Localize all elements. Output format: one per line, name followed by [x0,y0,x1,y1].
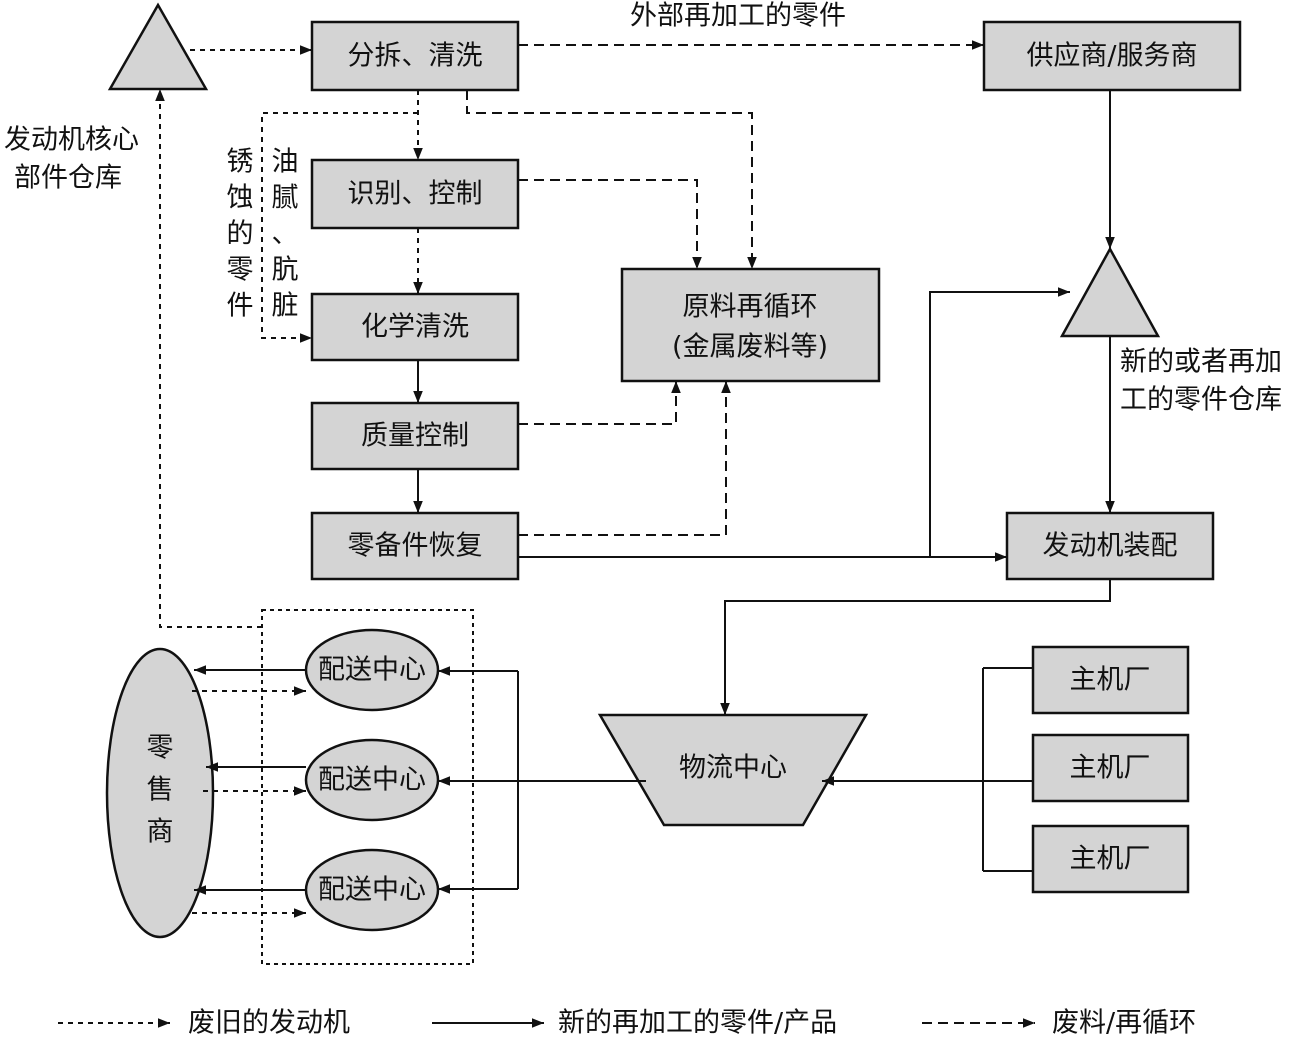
spare-part-recovery-label: 零备件恢复 [348,531,483,562]
assembly-to-logistics-arrow [720,579,1111,715]
retailer-ellipse [105,647,215,939]
oem-label-2: 主机厂 [1070,753,1151,784]
legend-old-engine-label: 废旧的发动机 [188,1008,350,1039]
distribution-center-label-1: 配送中心 [318,655,426,686]
retailer-char-2: 售 [147,775,174,806]
rusted-parts-char-3: 的 [227,219,254,250]
recovery-to-recycling-arrow [518,381,731,536]
logistics-center-trapezoid [597,713,869,827]
scrap-flows [466,40,984,536]
logistics-center-label: 物流中心 [679,753,787,784]
new-parts-flows [194,90,1115,895]
identification-to-recycling-arrow [518,179,702,269]
oem-label-3: 主机厂 [1070,844,1151,875]
greasy-parts-char-2: 腻 [272,183,299,214]
greasy-parts-char-4: 肮 [272,255,299,286]
external-parts-label: 外部再加工的零件 [630,1,846,32]
legend-scrap-label: 废料/再循环 [1052,1008,1196,1039]
greasy-parts-char-1: 油 [272,147,299,178]
greasy-parts-char-5: 脏 [272,291,299,322]
parts-warehouse-triangle [1059,246,1161,338]
oem-box-2 [1031,733,1190,803]
old-engine-flows [155,45,423,918]
recovery-to-warehouse-arrow [929,287,1070,557]
distribution-group-frame [261,609,474,965]
identification-box [310,158,520,230]
retailer-char-1: 零 [147,733,174,764]
supplier-label: 供应商/服务商 [1026,41,1197,72]
rusted-parts-char-5: 件 [227,291,254,322]
oem-box-1 [1031,645,1190,715]
chemical-cleaning-box [310,292,520,362]
rusted-parts-char-2: 蚀 [227,183,254,214]
raw-material-recycling-box [620,267,881,383]
identification-label: 识别、控制 [348,179,483,210]
rusted-parts-char-1: 锈 [227,147,254,178]
quality-control-label: 质量控制 [361,421,469,452]
retailer-char-3: 商 [147,817,174,848]
disassembly-to-recycling-arrow [466,90,757,269]
parts-warehouse-label-line2: 工的零件仓库 [1120,385,1282,416]
engine-assembly-label: 发动机装配 [1043,531,1178,562]
legend: 废旧的发动机 新的再加工的零件/产品 废料/再循环 [58,1008,1196,1039]
core-warehouse-label-line1: 发动机核心 [4,125,139,156]
core-warehouse-label-line2: 部件仓库 [14,163,122,194]
quality-control-box [310,401,520,471]
chemical-cleaning-label: 化学清洗 [361,312,469,343]
oem-box-3 [1031,824,1190,894]
distribution-center-label-2: 配送中心 [318,765,426,796]
spare-part-recovery-box [310,511,520,581]
supplier-box [982,20,1242,92]
recycling-label-line2: (金属废料等) [672,332,828,363]
parts-warehouse-label-line1: 新的或者再加 [1120,347,1282,378]
distribution-center-label-3: 配送中心 [318,875,426,906]
rusted-parts-char-4: 零 [227,255,254,286]
greasy-parts-char-3: 、 [272,219,299,250]
legend-new-parts-label: 新的再加工的零件/产品 [558,1008,837,1039]
recycling-label-line1: 原料再循环 [683,292,818,323]
disassembly-label: 分拆、清洗 [348,41,483,72]
oem-label-1: 主机厂 [1070,665,1151,696]
retailer-to-warehouse-arrow [155,89,262,628]
quality-to-recycling-arrow [518,381,681,425]
disassembly-box [310,20,520,92]
core-warehouse-triangle [107,2,209,91]
